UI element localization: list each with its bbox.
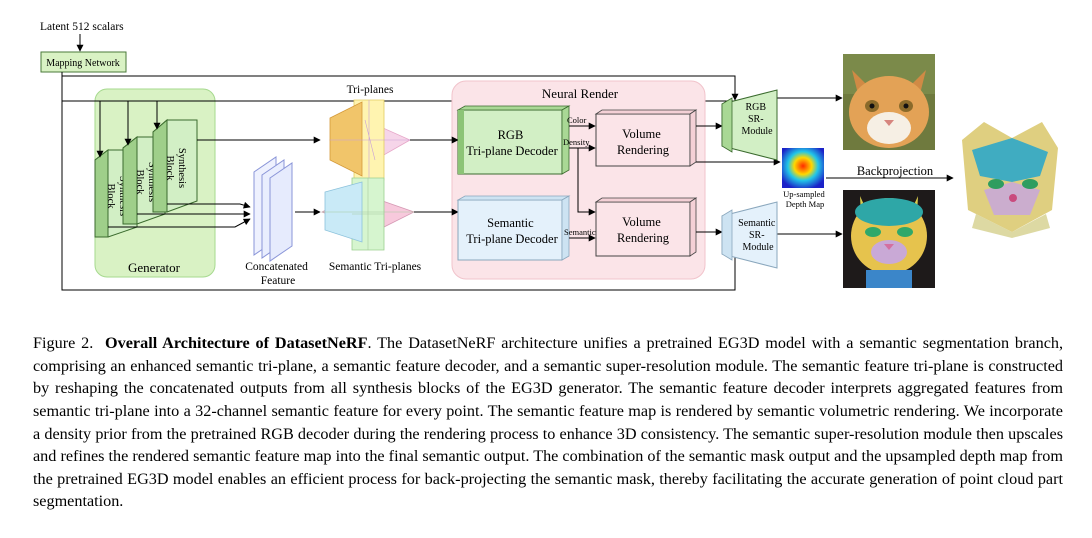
color-label: Color <box>567 115 587 125</box>
mapping-network-label: Mapping Network <box>46 58 120 69</box>
latent-label: Latent 512 scalars <box>40 21 124 33</box>
synthesis-block-2-label: SynthesisBlock <box>134 162 157 202</box>
semantic-triplanes-graphic <box>320 177 416 251</box>
depth-map-label: Up-sampled Depth Map <box>783 189 827 209</box>
rgb-sr-label: RGB SR- Module <box>741 102 773 137</box>
semantic-flow-label: Semantic <box>564 227 596 237</box>
synthesis-block-3: SynthesisBlock <box>152 118 198 213</box>
cat-rgb-image <box>843 54 935 150</box>
sr-connections <box>696 94 954 238</box>
volume-rendering-top <box>594 109 698 167</box>
semantic-sr-module <box>721 201 778 269</box>
generator-label: Generator <box>128 260 181 275</box>
figure-caption: Figure 2. Overall Architecture of Datase… <box>33 332 1063 513</box>
mapping-network-box <box>40 51 127 73</box>
semantic-mask-image <box>843 190 935 288</box>
synthesis-block-3-label: SynthesisBlock <box>164 148 187 188</box>
volume-rendering-bottom <box>594 197 698 257</box>
rgb-sr-module <box>721 89 778 161</box>
point-cloud-image <box>962 122 1058 238</box>
render-connections <box>569 122 596 242</box>
rgb-decoder <box>456 105 571 175</box>
semantic-triplanes-label: Semantic Tri-planes <box>329 261 422 273</box>
triplanes-graphic <box>329 99 411 181</box>
semantic-decoder <box>456 195 571 261</box>
mapping-connections <box>61 72 739 291</box>
rgb-decoder-label: RGB Tri-plane Decoder <box>466 128 558 158</box>
caption-prefix: Figure 2. <box>33 334 94 353</box>
triplanes-label: Tri-planes <box>347 84 394 96</box>
neural-render-title: Neural Render <box>542 86 619 101</box>
depth-map-image <box>782 148 824 188</box>
backprojection-label: Backprojection <box>857 164 934 178</box>
density-label: Density <box>563 137 590 147</box>
architecture-diagram: Latent 512 scalars Mapping Network Gener… <box>40 21 1058 291</box>
volume-rendering-top-label: Volume Rendering <box>617 127 670 157</box>
semantic-decoder-label: Semantic Tri-plane Decoder <box>466 216 558 246</box>
volume-rendering-bottom-label: Volume Rendering <box>617 215 670 245</box>
semantic-sr-label: Semantic SR- Module <box>738 218 778 253</box>
caption-title: Overall Architecture of DatasetNeRF <box>105 334 368 353</box>
caption-text: . The DatasetNeRF architecture unifies a… <box>33 334 1064 511</box>
concatenated-feature-label: Concatenated Feature <box>245 261 310 287</box>
concatenated-feature-stack <box>253 156 293 262</box>
